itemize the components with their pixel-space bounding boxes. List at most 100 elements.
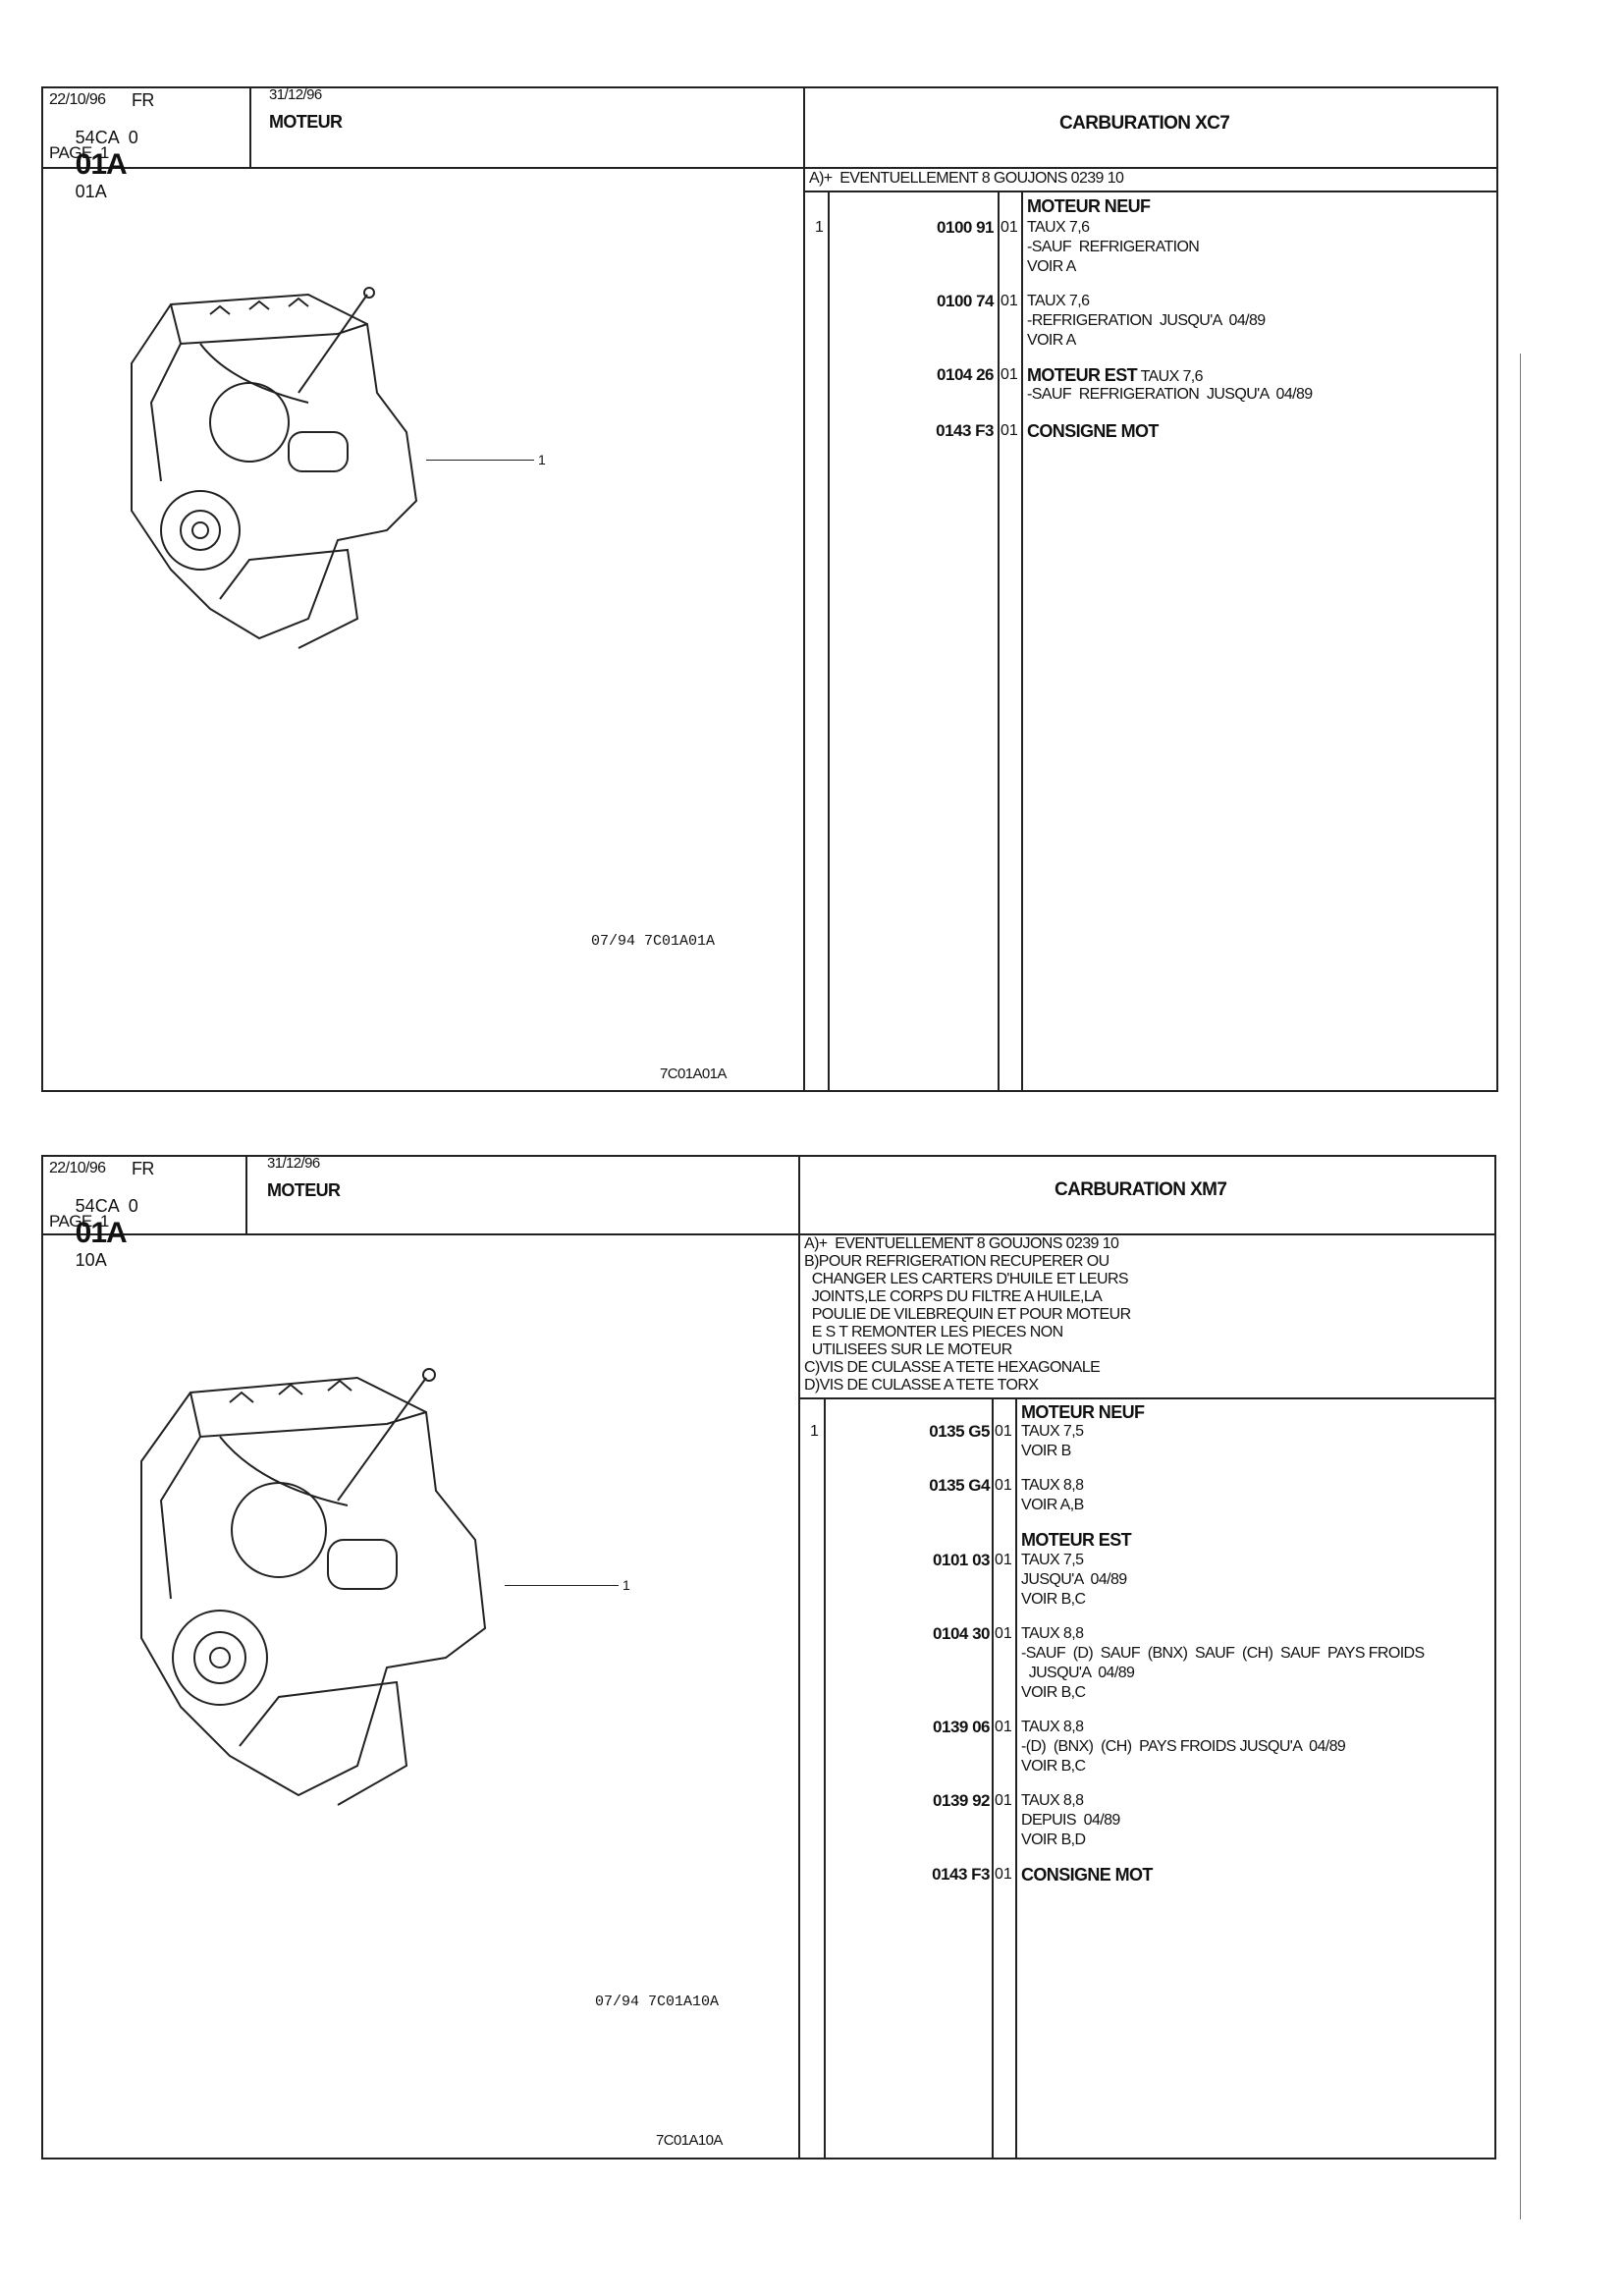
- engine-illustration: [140, 1368, 487, 1806]
- desc-line: -(D) (BNX) (CH) PAYS FROIDS JUSQU'A 04/8…: [1021, 1738, 1346, 1755]
- part-reference: 0101 03: [933, 1551, 990, 1569]
- desc-line: -SAUF (D) SAUF (BNX) SAUF (CH) SAUF PAYS…: [1021, 1645, 1425, 1662]
- desc-line: TAUX 7,5: [1021, 1423, 1084, 1440]
- quantity: 01: [995, 1423, 1012, 1440]
- note-line: UTILISEES SUR LE MOTEUR: [804, 1341, 1013, 1358]
- desc-line: -SAUF REFRIGERATION: [1027, 239, 1200, 255]
- desc-line: TAUX 8,8: [1021, 1792, 1084, 1809]
- catalog-code: 54CA 0 01A 10A: [49, 1178, 138, 1288]
- validity-date: 31/12/96: [269, 86, 322, 103]
- page-number: PAGE 1: [49, 1212, 109, 1230]
- desc-line: TAUX 8,8: [1021, 1719, 1084, 1735]
- language-code: FR: [132, 90, 154, 110]
- note-line: E S T REMONTER LES PIECES NON: [804, 1324, 1063, 1340]
- desc-line: TAUX 8,8: [1021, 1625, 1084, 1642]
- callout-leader: [426, 460, 534, 461]
- desc-line: VOIR A: [1027, 332, 1076, 349]
- desc-line: VOIR B,C: [1021, 1684, 1086, 1701]
- scan-edge-line: [1520, 354, 1521, 2219]
- desc-line: TAUX 7,6: [1027, 219, 1090, 236]
- drawing-reference: 7C01A01A: [660, 1066, 727, 1082]
- quantity: 01: [995, 1719, 1012, 1735]
- desc-line: JUSQU'A 04/89: [1021, 1571, 1127, 1588]
- desc-line: TAUX 7,6: [1027, 293, 1090, 309]
- entry-heading: MOTEUR NEUF: [1027, 196, 1151, 216]
- part-reference: 0135 G5: [929, 1422, 990, 1441]
- note-line: C)VIS DE CULASSE A TETE HEXAGONALE: [804, 1359, 1101, 1376]
- note-line: D)VIS DE CULASSE A TETE TORX: [804, 1377, 1039, 1394]
- note-line: JOINTS,LE CORPS DU FILTRE A HUILE,LA: [804, 1288, 1103, 1305]
- note-line: A)+ EVENTUELLEMENT 8 GOUJONS 0239 10: [809, 170, 1124, 187]
- desc-line: VOIR B,C: [1021, 1591, 1086, 1608]
- quantity: 01: [1001, 219, 1018, 236]
- desc-line: VOIR B,D: [1021, 1831, 1086, 1848]
- note-line: A)+ EVENTUELLEMENT 8 GOUJONS 0239 10: [804, 1235, 1119, 1252]
- desc-line: TAUX 7,5: [1021, 1552, 1084, 1568]
- desc-line: -SAUF REFRIGERATION JUSQU'A 04/89: [1027, 386, 1313, 403]
- language-code: FR: [132, 1159, 154, 1178]
- part-reference: 0100 91: [937, 218, 994, 237]
- desc-line: -REFRIGERATION JUSQU'A 04/89: [1027, 312, 1266, 329]
- code-prefix: 54CA 0: [75, 1196, 138, 1216]
- desc-line: VOIR B,C: [1021, 1758, 1086, 1775]
- desc-line: CONSIGNE MOT: [1027, 421, 1159, 441]
- notes: A)+ EVENTUELLEMENT 8 GOUJONS 0239 10 B)P…: [804, 1235, 1131, 1394]
- quantity: 01: [1001, 422, 1018, 439]
- page-number: PAGE 1: [49, 143, 109, 162]
- item-number: 1: [810, 1423, 819, 1440]
- sheet-title: CARBURATION XC7: [1059, 113, 1230, 134]
- part-reference: 0104 30: [933, 1624, 990, 1643]
- callout-label: 1: [622, 1577, 630, 1593]
- part-reference: 0139 92: [933, 1791, 990, 1810]
- drawing-caption: 07/94 7C01A01A: [591, 933, 716, 950]
- quantity: 01: [995, 1552, 1012, 1568]
- issue-date: 22/10/96: [49, 91, 106, 108]
- section-title: MOTEUR: [267, 1180, 341, 1200]
- part-reference: 0143 F3: [932, 1865, 990, 1884]
- desc-line: CONSIGNE MOT: [1021, 1865, 1153, 1885]
- desc-line: VOIR A,B: [1021, 1497, 1084, 1513]
- quantity: 01: [995, 1866, 1012, 1883]
- part-reference: 0100 74: [937, 292, 994, 310]
- callout-label: 1: [538, 452, 546, 467]
- validity-date: 31/12/96: [267, 1155, 320, 1172]
- part-reference: 0139 06: [933, 1718, 990, 1736]
- quantity: 01: [995, 1625, 1012, 1642]
- note-line: B)POUR REFRIGERATION RECUPERER OU: [804, 1253, 1109, 1270]
- code-main: 01A: [75, 148, 128, 181]
- catalog-sheet-xc7: 22/10/96 FR 54CA 0 01A 01A PAGE 1 31/12/…: [41, 86, 1498, 1092]
- drawing-reference: 7C01A10A: [656, 2132, 723, 2149]
- item-number: 1: [815, 219, 824, 236]
- entry-heading: MOTEUR EST: [1027, 365, 1138, 385]
- desc-line: TAUX 8,8: [1021, 1477, 1084, 1494]
- code-suffix: 01A: [75, 182, 107, 201]
- sheet-title: CARBURATION XM7: [1055, 1179, 1227, 1200]
- notes: A)+ EVENTUELLEMENT 8 GOUJONS 0239 10: [809, 169, 1124, 189]
- desc-line: VOIR B: [1021, 1443, 1071, 1459]
- engine-illustration: [131, 287, 418, 649]
- part-reference: 0104 26: [937, 365, 994, 384]
- code-main: 01A: [75, 1217, 128, 1249]
- catalog-sheet-xm7: 22/10/96 FR 54CA 0 01A 10A PAGE 1 31/12/…: [41, 1155, 1496, 2159]
- issue-date: 22/10/96: [49, 1160, 106, 1176]
- drawing-caption: 07/94 7C01A10A: [595, 1994, 720, 2010]
- entry-heading: MOTEUR EST: [1021, 1530, 1132, 1550]
- part-reference: 0143 F3: [936, 421, 994, 440]
- quantity: 01: [995, 1477, 1012, 1494]
- code-suffix: 10A: [75, 1250, 107, 1270]
- quantity: 01: [995, 1792, 1012, 1809]
- callout-leader: [505, 1585, 619, 1586]
- part-reference: 0135 G4: [929, 1476, 990, 1495]
- quantity: 01: [1001, 366, 1018, 383]
- quantity: 01: [1001, 293, 1018, 309]
- desc-line: DEPUIS 04/89: [1021, 1812, 1120, 1829]
- desc-line: JUSQU'A 04/89: [1021, 1665, 1135, 1681]
- desc-line: MOTEUR EST TAUX 7,6: [1027, 365, 1204, 387]
- desc-text: TAUX 7,6: [1137, 368, 1204, 385]
- note-line: CHANGER LES CARTERS D'HUILE ET LEURS: [804, 1271, 1129, 1287]
- note-line: POULIE DE VILEBREQUIN ET POUR MOTEUR: [804, 1306, 1131, 1323]
- entry-heading: MOTEUR NEUF: [1021, 1402, 1145, 1422]
- code-prefix: 54CA 0: [75, 128, 138, 147]
- desc-line: VOIR A: [1027, 258, 1076, 275]
